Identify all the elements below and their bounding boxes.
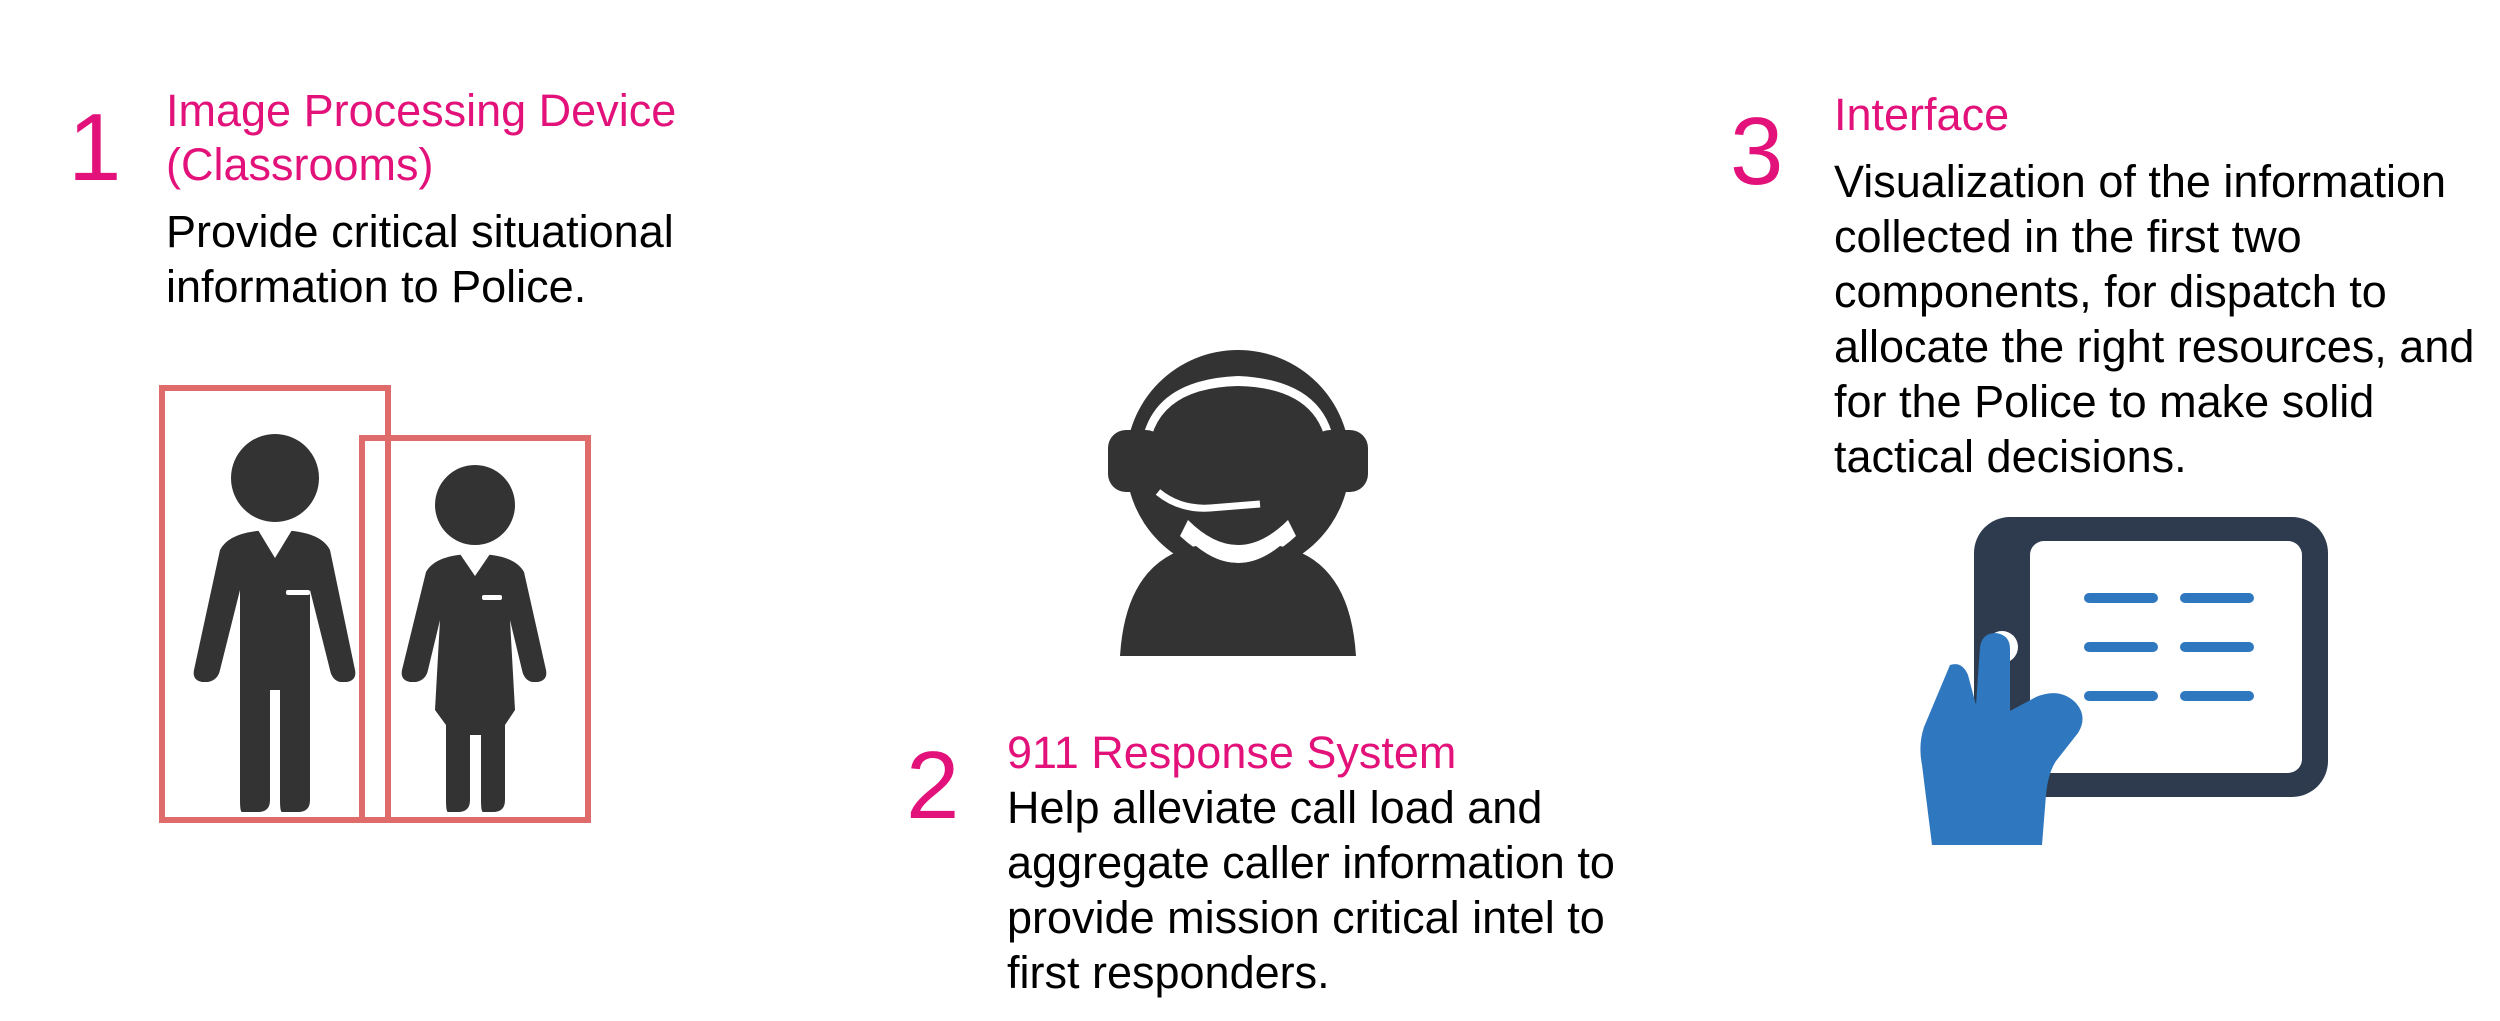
component-3-description: Visualization of the information collect… xyxy=(1834,154,2474,484)
component-3-title: Interface xyxy=(1834,88,2009,142)
component-1-title-line: Image Processing Device xyxy=(166,85,677,136)
component-3-description-line: collected in the first two xyxy=(1834,211,2302,262)
component-2-description: Help alleviate call load and aggregate c… xyxy=(1007,780,1615,1000)
component-3-description-line: components, for dispatch to xyxy=(1834,266,2387,317)
component-3-number: 3 xyxy=(1730,98,1784,205)
component-1-number: 1 xyxy=(68,94,122,201)
component-2-description-line: first responders. xyxy=(1007,947,1330,998)
component-2-title-line: 911 Response System xyxy=(1007,727,1457,778)
component-1-description-line: Provide critical situational xyxy=(166,206,674,257)
student-girl-icon xyxy=(401,465,547,812)
component-1-title-line: (Classrooms) xyxy=(166,139,434,190)
students-detection-icon xyxy=(159,385,591,823)
component-3-description-line: allocate the right resources, and xyxy=(1834,321,2475,372)
component-2-description-line: aggregate caller information to xyxy=(1007,837,1615,888)
component-2-description-line: Help alleviate call load and xyxy=(1007,782,1543,833)
component-2-title: 911 Response System xyxy=(1007,726,1456,780)
component-3-description-line: tactical decisions. xyxy=(1834,431,2187,482)
component-1-description: Provide critical situational information… xyxy=(166,204,674,314)
call-operator-headset-icon xyxy=(1108,350,1368,656)
detection-box-1 xyxy=(159,385,391,823)
tablet-hand-icon xyxy=(1920,517,2328,845)
component-3-title-line: Interface xyxy=(1834,89,2010,140)
component-1-title: Image Processing Device (Classrooms) xyxy=(166,84,676,192)
detection-box-2 xyxy=(359,435,591,823)
component-2-description-line: provide mission critical intel to xyxy=(1007,892,1605,943)
component-3-description-line: for the Police to make solid xyxy=(1834,376,2375,427)
student-boy-icon xyxy=(193,434,356,812)
list-lines-icon xyxy=(2084,593,2254,701)
component-3-description-line: Visualization of the information xyxy=(1834,156,2447,207)
component-1-description-line: information to Police. xyxy=(166,261,587,312)
component-2-number: 2 xyxy=(906,732,960,839)
